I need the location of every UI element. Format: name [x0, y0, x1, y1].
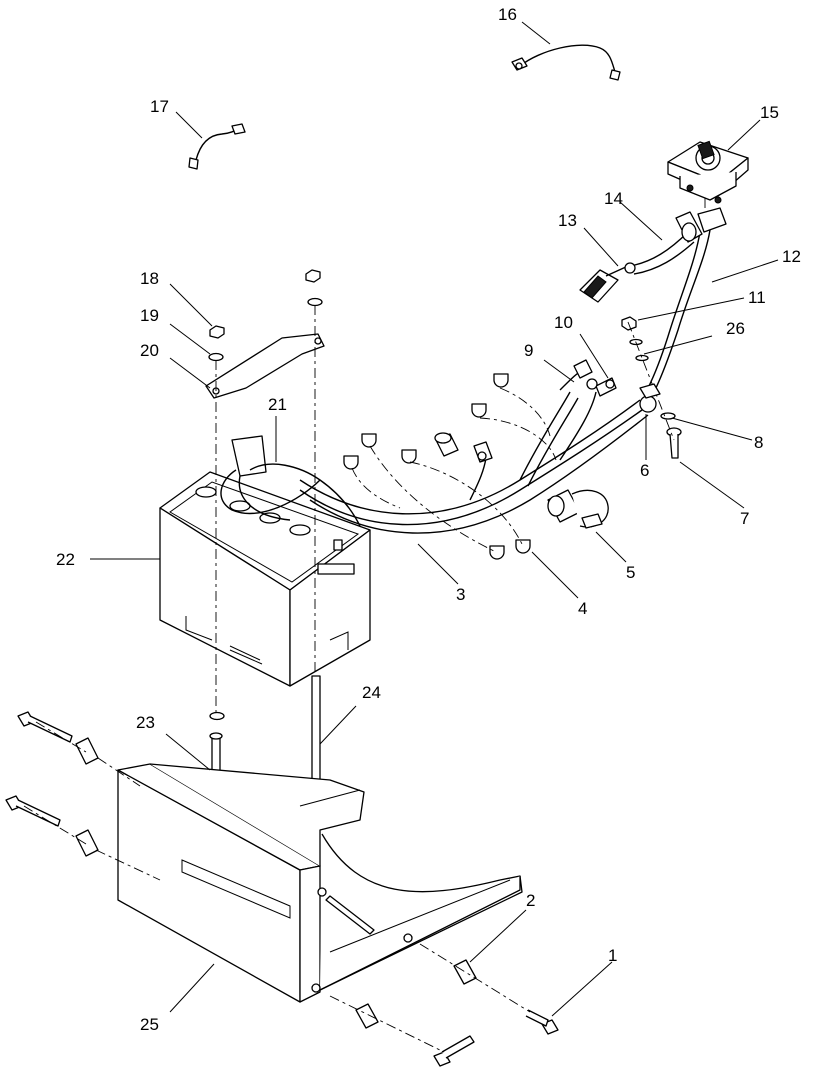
clip-nuts-2 [75, 737, 477, 1029]
battery-cable-13 [579, 262, 636, 303]
callout-2: 2 [526, 891, 535, 910]
bolt-7 [666, 427, 682, 459]
callout-6: 6 [640, 461, 649, 480]
screws-1 [5, 711, 559, 1067]
callout-26: 26 [726, 319, 745, 338]
callout-labels: 1 2 3 4 5 6 7 8 9 10 11 12 13 14 15 16 1… [56, 5, 801, 1034]
callout-7: 7 [740, 509, 749, 528]
callout-23: 23 [136, 713, 155, 732]
callout-18: 18 [140, 269, 159, 288]
callout-13: 13 [558, 211, 577, 230]
callout-21: 21 [268, 395, 287, 414]
fuse-holder-6 [639, 383, 661, 413]
callout-1: 1 [608, 946, 617, 965]
battery-cable-12 [647, 207, 727, 393]
ring-terminal-9 [559, 359, 593, 391]
callout-24: 24 [362, 683, 381, 702]
callout-16: 16 [498, 5, 517, 24]
cable-clamps-4 [343, 373, 557, 560]
ground-strap-17 [188, 123, 246, 170]
callout-25: 25 [140, 1015, 159, 1034]
callout-17: 17 [150, 97, 169, 116]
callout-12: 12 [782, 247, 801, 266]
hex-nut-18 [209, 269, 321, 339]
ring-terminal-10 [586, 377, 617, 397]
callout-19: 19 [140, 306, 159, 325]
wire-harness-3 [299, 391, 649, 534]
grommet [434, 432, 459, 457]
callout-9: 9 [524, 341, 533, 360]
callout-11: 11 [748, 288, 766, 307]
leader-lines [90, 21, 779, 1017]
callout-14: 14 [604, 189, 623, 208]
battery-disconnect-switch-15 [667, 140, 749, 222]
battery-cable-21 [220, 435, 361, 527]
callout-10: 10 [554, 313, 573, 332]
battery-22 [159, 471, 371, 687]
callout-20: 20 [140, 341, 159, 360]
callout-3: 3 [456, 585, 465, 604]
ground-strap-16 [511, 44, 621, 81]
callout-15: 15 [760, 103, 779, 122]
hold-down-bracket-20 [205, 333, 325, 399]
battery-tray-25 [117, 763, 523, 1003]
power-outlet-5 [547, 489, 609, 529]
callout-8: 8 [754, 433, 763, 452]
callout-22: 22 [56, 550, 75, 569]
lock-washer-26 [629, 338, 649, 362]
washer-19 [208, 297, 323, 721]
callout-5: 5 [626, 563, 635, 582]
callout-4: 4 [578, 599, 587, 618]
battery-cable-14 [629, 211, 703, 275]
